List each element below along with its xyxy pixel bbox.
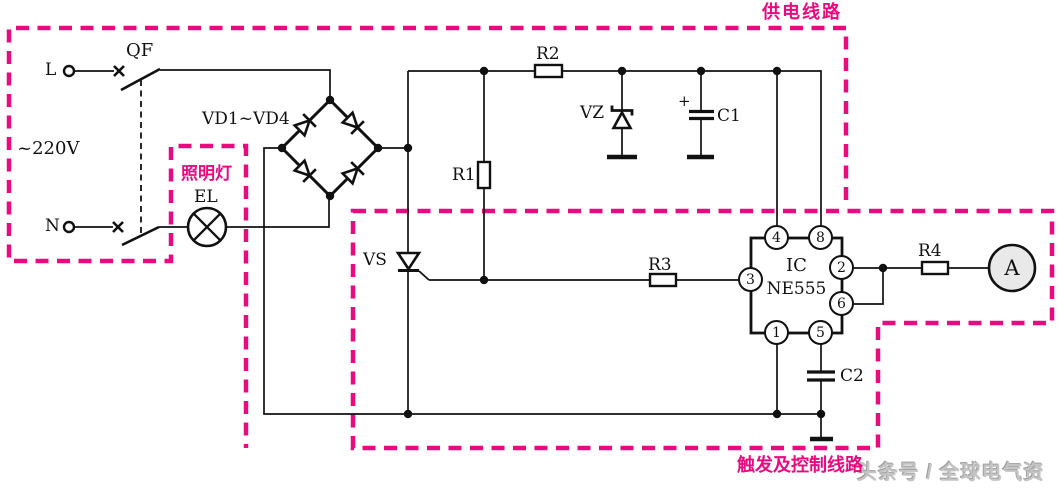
voltage-label: ~220V — [17, 138, 80, 159]
ic-pin-2: 2 — [829, 255, 854, 280]
r1-label: R1 — [452, 165, 476, 185]
c1-polarity-label: + — [678, 92, 691, 110]
ic-pin-5: 5 — [808, 320, 833, 345]
watermark-text: 头条号 / 全球电气资源 — [857, 462, 1045, 484]
neutral-terminal-label: N — [45, 216, 60, 236]
c1-label: C1 — [717, 106, 741, 126]
neutral-terminal-icon — [62, 220, 76, 234]
lamp-designator-label: EL — [194, 187, 218, 207]
breaker-qf-icon — [112, 65, 161, 247]
diode-icon — [340, 110, 365, 135]
trigger-region-border — [350, 208, 1055, 451]
c2-label: C2 — [840, 366, 864, 386]
lamp-region-label: 照明灯 — [181, 164, 232, 183]
contact-x-neutral — [112, 221, 124, 233]
resistor-r2-icon — [533, 63, 564, 79]
capacitor-c2-icon — [807, 370, 835, 382]
ic-pin-1: 1 — [764, 320, 789, 345]
supply-region-border — [6, 25, 849, 448]
capacitor-c1-icon — [689, 109, 714, 121]
bridge-rectifier-icon — [279, 97, 381, 199]
ammeter-icon — [987, 243, 1037, 293]
zener-diode-icon — [610, 105, 634, 130]
thyristor-label: VS — [363, 250, 387, 270]
breaker-blade-neutral — [121, 225, 160, 247]
resistors — [476, 63, 950, 288]
supply-region-label: 供电线路 — [762, 2, 842, 22]
ic-designator-label: IC — [786, 255, 807, 276]
contact-x-line — [113, 65, 125, 77]
r2-label: R2 — [536, 44, 560, 64]
ic-pin-6: 6 — [829, 291, 854, 316]
thyristor-icon — [395, 251, 430, 281]
breaker-blade-line — [120, 67, 161, 92]
ic-outline — [749, 236, 844, 335]
r4-label: R4 — [918, 241, 942, 261]
junction-dots — [277, 66, 888, 419]
ic-part-label: NE555 — [766, 279, 827, 299]
breaker-label: QF — [126, 40, 154, 61]
region-borders — [6, 25, 1055, 451]
resistor-r3-icon — [648, 272, 678, 288]
wires — [75, 69, 989, 437]
ground-icons — [607, 154, 833, 442]
bridge-label: VD1~VD4 — [202, 109, 290, 129]
resistor-r1-icon — [476, 160, 492, 190]
ic-pin-4: 4 — [764, 225, 789, 250]
trigger-region-label: 触发及控制线路 — [737, 455, 863, 475]
diode-icon — [340, 161, 365, 186]
line-terminal-label: L — [45, 60, 57, 80]
lamp-icon — [186, 206, 228, 248]
diode-icon — [292, 158, 317, 183]
ic-label-block: IC NE555 — [751, 255, 842, 299]
line-terminal-icon — [62, 64, 76, 78]
resistor-r4-icon — [920, 260, 950, 276]
zener-label: VZ — [580, 103, 605, 123]
r3-label: R3 — [648, 255, 672, 275]
ic-pin-8: 8 — [808, 225, 833, 250]
dc-negative-rail — [263, 147, 821, 415]
diode-icon — [292, 113, 317, 138]
ic-pin-3: 3 — [738, 267, 763, 292]
ammeter-label: A — [1004, 256, 1020, 280]
